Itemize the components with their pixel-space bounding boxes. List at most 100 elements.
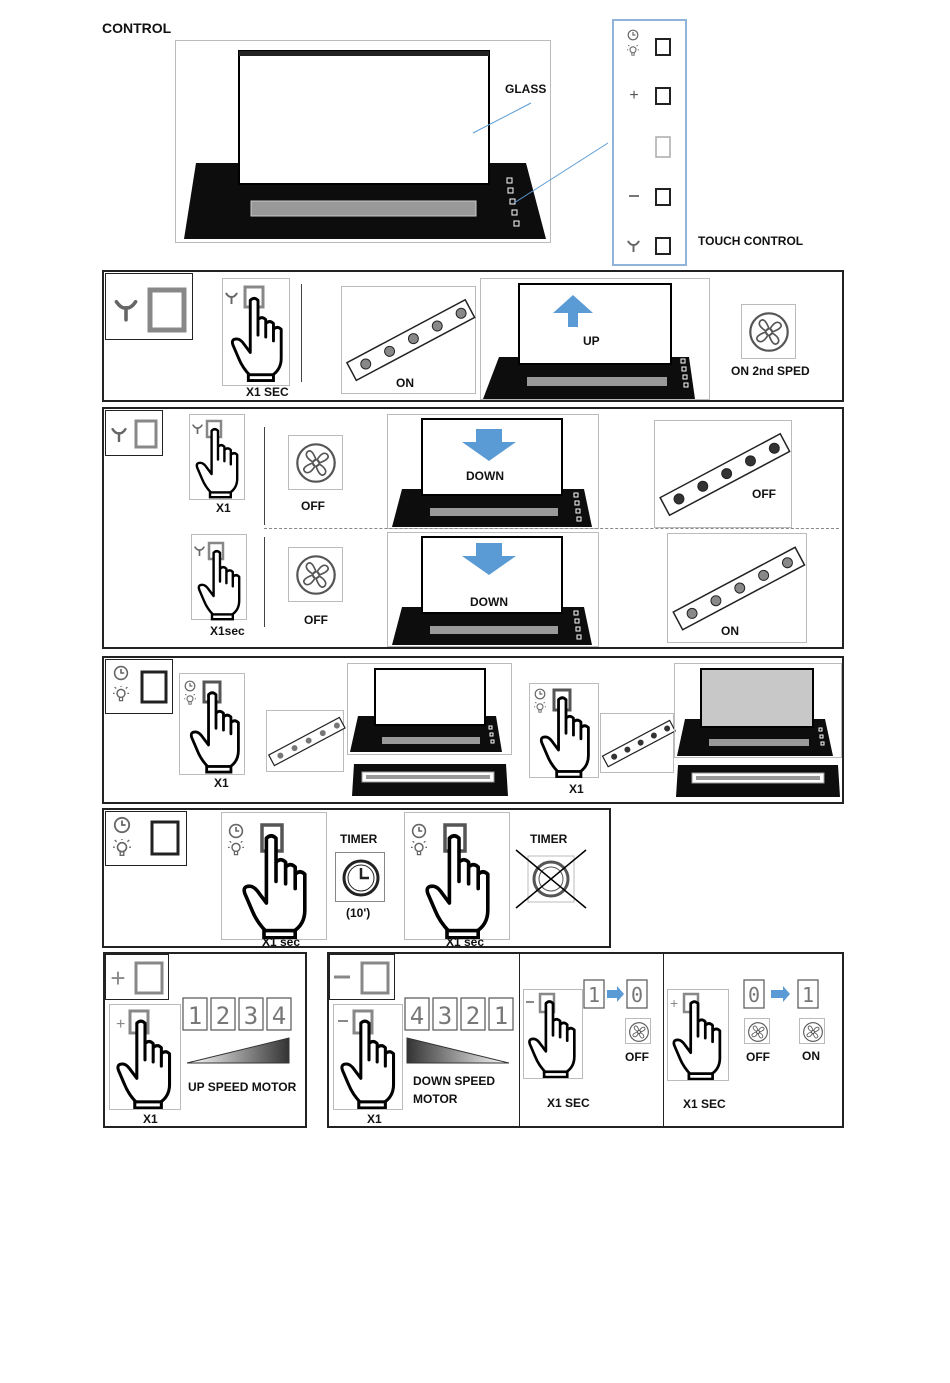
fan-y-symbol-icon: [628, 242, 638, 252]
press-count-label: X1: [143, 1112, 158, 1126]
fan-y-symbol-icon: [116, 302, 135, 320]
divider: [301, 284, 302, 382]
hand-press-frame: [222, 278, 290, 386]
hood-light-off-illustration: [348, 664, 513, 756]
fan-icon: [750, 313, 787, 350]
fan-y-symbol-icon: [193, 425, 202, 433]
fan-icon: [297, 444, 334, 481]
panel-fan-long-press: X1 SEC ON UP ON 2nd SPED: [102, 270, 844, 402]
hand-press-icon: [342, 1021, 394, 1108]
timer-clock-icon: [115, 818, 129, 832]
timer-light-touch-key[interactable]: [656, 39, 670, 55]
timer-clock-icon: [230, 825, 243, 838]
hand-press-icon: [674, 1002, 720, 1079]
press-count-label: X1: [569, 782, 584, 796]
minus-key-symbol: [329, 954, 395, 1000]
press-duration-label: X1 SEC: [246, 385, 289, 399]
hand-press-icon: [197, 429, 237, 497]
press-count-label: X1: [214, 776, 229, 790]
hood-down-illustration: [388, 533, 600, 648]
light-bulb-icon: [184, 693, 196, 704]
hand-press-icon: [427, 836, 488, 938]
seven-segment-digit-icon: 4: [410, 1002, 424, 1030]
seven-segment-digit-icon: 1: [494, 1002, 508, 1030]
hood-illustration-frame: [175, 40, 551, 243]
fan-status-frame: [288, 547, 343, 602]
seven-segment-digit-icon: 2: [466, 1002, 480, 1030]
hand-press-frame: [221, 812, 327, 940]
hood-base-on: [674, 761, 842, 799]
fan-y-symbol-icon: [195, 547, 204, 555]
led-strip-icon: [655, 421, 793, 529]
light-bulb-icon: [627, 44, 639, 55]
timer-label: TIMER: [530, 832, 567, 846]
fan-speed-label: ON 2nd SPED: [731, 364, 810, 378]
led-strip-icon: [267, 711, 345, 773]
fan-icon: [297, 556, 334, 593]
hand-press-icon: [232, 298, 281, 380]
hood-light-on-illustration: [675, 664, 843, 759]
timer-clock-icon: [628, 30, 638, 40]
timer-clock-icon: [185, 681, 195, 691]
light-bulb-icon: [411, 839, 427, 854]
hood-illustration: [176, 41, 552, 244]
seven-segment-digit-icon: 2: [216, 1002, 230, 1030]
touch-control-label: TOUCH CONTROL: [698, 234, 803, 248]
plus-icon: +: [670, 995, 678, 1011]
fan-icon: [804, 1023, 823, 1042]
speed-caption-line2: MOTOR: [413, 1092, 457, 1106]
hand-press-frame: [404, 812, 510, 940]
hand-press-icon: [191, 693, 238, 772]
timer-clock-icon: [413, 825, 426, 838]
timer-cancelled: [514, 848, 588, 910]
fan-touch-key[interactable]: [656, 238, 670, 254]
minus-touch-key[interactable]: [656, 189, 670, 205]
led-status-label: ON: [396, 376, 414, 390]
hood-movement-label: DOWN: [470, 595, 508, 609]
plus-icon: +: [116, 1016, 125, 1033]
timer-clock-icon: [535, 689, 545, 699]
hand-press-icon: [541, 698, 588, 777]
hood-down-frame: [387, 532, 599, 647]
panel-plus-speed: + + X1 1 2 3 4 UP SPEED MOTOR: [103, 952, 307, 1128]
display-window: [656, 137, 670, 157]
led-strip-icon: [601, 714, 675, 774]
fan-status-label: OFF: [304, 613, 328, 627]
light-bulb-icon: [534, 701, 546, 712]
plus-key-symbol: +: [105, 954, 169, 1000]
plus-touch-key[interactable]: [656, 88, 670, 104]
divider: [519, 954, 520, 1128]
fan-key-symbol: [105, 273, 193, 340]
seven-segment-digit-icon: 1: [188, 1002, 202, 1030]
fan-key-symbol: [105, 410, 163, 456]
row-divider: [264, 528, 839, 529]
hand-press-frame: [523, 989, 583, 1079]
hood-light-on-frame: [674, 663, 842, 758]
hand-press-frame: +: [667, 989, 729, 1081]
led-strip-frame: [654, 420, 792, 528]
hand-press-frame: +: [109, 1004, 181, 1110]
fan-status-label: OFF: [301, 499, 325, 513]
press-duration-label: X1sec: [210, 624, 245, 638]
press-count-label: X1: [367, 1112, 382, 1126]
light-bulb-icon: [228, 839, 244, 854]
hood-movement-label: DOWN: [466, 469, 504, 483]
fan-icon: [630, 1023, 649, 1042]
timer-clock-frame: [335, 852, 385, 902]
hand-press-icon: [529, 1002, 574, 1078]
touch-control-panel: +: [612, 19, 687, 266]
speed-caption: UP SPEED MOTOR: [188, 1080, 296, 1094]
fan-status-frame: [741, 304, 796, 359]
arrow-right-icon: [607, 986, 624, 1002]
press-duration-label: X1 SEC: [547, 1096, 590, 1110]
timer-clock-icon: [115, 667, 128, 680]
hand-press-frame: [179, 673, 245, 775]
fan-status-frame: [288, 435, 343, 490]
clock-icon: [514, 848, 588, 910]
timer-duration-label: (10'): [346, 906, 370, 920]
clock-icon: [336, 853, 386, 903]
press-duration-label: X1 SEC: [683, 1097, 726, 1111]
seven-segment-digit-icon: 1: [588, 983, 600, 1007]
hood-base-off: [350, 758, 510, 798]
hand-press-icon: [244, 836, 305, 938]
